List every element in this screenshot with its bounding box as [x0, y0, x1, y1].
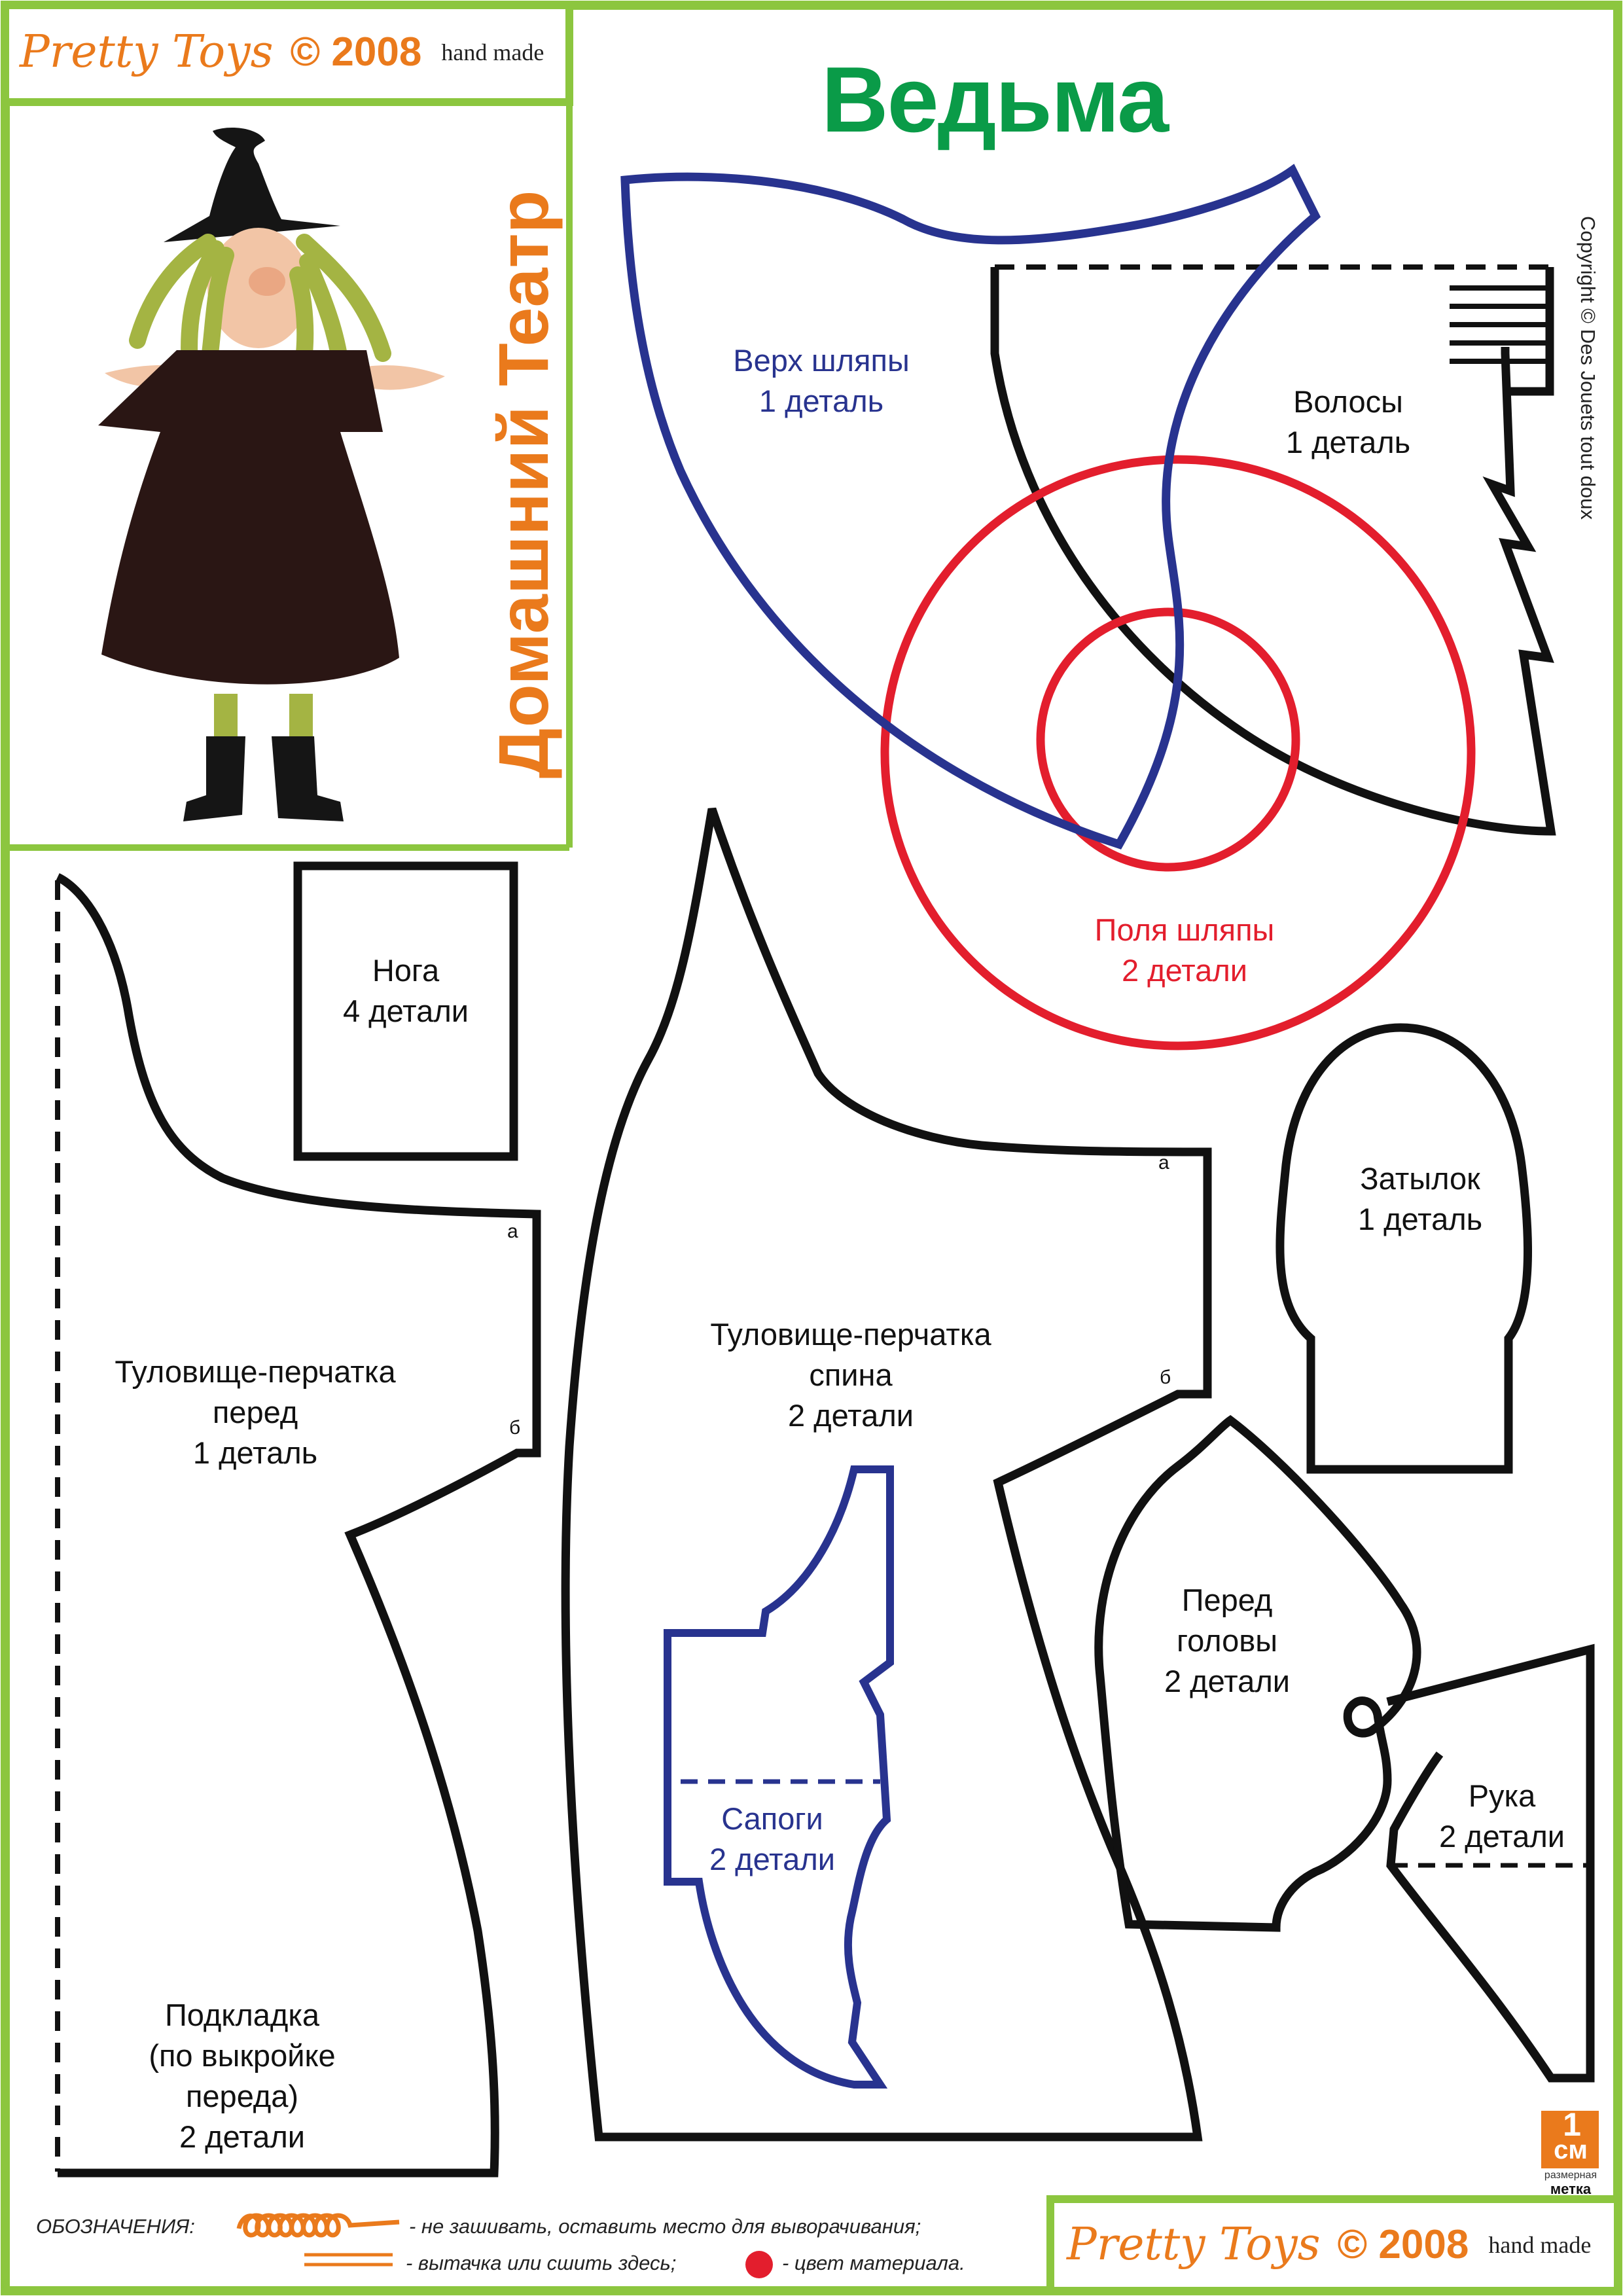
footer-brand-year: © 2008: [1337, 2222, 1469, 2267]
footer-brand-handmade: hand made: [1488, 2231, 1592, 2258]
scale-badge-line-2: метка: [1550, 2181, 1592, 2197]
legend-item-fabric-color: - цвет материала.: [782, 2251, 965, 2274]
scale-badge-box: [1541, 2111, 1599, 2168]
arm-count: 2 детали: [1438, 1819, 1565, 1854]
body-front-piece: [55, 873, 541, 2178]
lining-name: Подкладка: [164, 1998, 320, 2032]
hat-brim-outer: [880, 455, 1476, 1050]
witch-doll-illustration: [98, 128, 445, 821]
legend-title: ОБОЗНАЧЕНИЯ:: [36, 2215, 195, 2238]
arm-label: Рука 2 детали: [1414, 1776, 1590, 1857]
legend-red-dot: [745, 2251, 773, 2278]
body-back-count: 2 детали: [787, 1398, 914, 1433]
lining-note-1: (по выкройке: [149, 2038, 336, 2073]
hat-top-piece: [620, 164, 1321, 850]
leg-count: 4 детали: [342, 994, 469, 1028]
leg-label: Нога 4 детали: [301, 950, 510, 1031]
arm-piece: [1386, 1643, 1595, 2083]
legend-zigzag-swatch: [236, 2213, 400, 2238]
legend-item-seam-opening: - не зашивать, оставить место для вывора…: [409, 2215, 921, 2238]
lining-count: 2 детали: [179, 2119, 306, 2154]
head-front-piece: [1094, 1415, 1421, 1932]
head-back-name: Затылок: [1360, 1161, 1480, 1196]
hat-brim-count: 2 детали: [1121, 953, 1248, 988]
back-mark-b: б: [1160, 1367, 1171, 1388]
arm-name: Рука: [1468, 1778, 1536, 1813]
page-title: Ведьма: [821, 48, 1169, 152]
footer-brand: Pretty Toys © 2008 hand made: [1067, 2219, 1591, 2270]
body-back-label: Туловище-перчатка спина 2 детали: [687, 1314, 1014, 1436]
head-front-label: Перед головы 2 детали: [1129, 1580, 1325, 1702]
hair-label: Волосы 1 деталь: [1250, 382, 1446, 463]
hat-brim-name: Поля шляпы: [1094, 912, 1275, 947]
body-front-count: 1 деталь: [192, 1435, 318, 1470]
lining-note-2: переда): [185, 2079, 299, 2113]
doll-hat: [164, 128, 340, 242]
head-front-side: головы: [1176, 1623, 1278, 1658]
front-mark-b: б: [509, 1417, 521, 1439]
leg-name: Нога: [372, 953, 440, 988]
head-back-piece: [1275, 1023, 1533, 1474]
scale-badge-number: 1: [1563, 2106, 1581, 2143]
hair-piece: [990, 267, 1556, 836]
front-mark-a: а: [507, 1221, 518, 1242]
boots-label: Сапоги 2 детали: [681, 1799, 864, 1880]
boots-piece: [664, 1465, 894, 2089]
header-brand-box: [1, 1, 573, 106]
copyright-note: Copyright © Des Jouets tout doux: [1577, 216, 1599, 520]
hat-brim-label: Поля шляпы 2 детали: [1047, 910, 1322, 991]
hat-top-count: 1 деталь: [758, 384, 884, 418]
hat-brim-inner: [1036, 607, 1300, 872]
body-back-side: спина: [809, 1357, 893, 1392]
footer-brand-box: [1046, 2195, 1622, 2295]
doll-nose: [249, 267, 285, 296]
header-brand-year: © 2008: [290, 29, 422, 75]
doll-legs: [214, 694, 313, 740]
legend-item-dart: - вытачка или сшить здесь;: [406, 2251, 677, 2274]
doll-boot-left: [183, 736, 245, 821]
footer-brand-script: Pretty Toys: [1067, 2219, 1321, 2270]
leg-piece: [293, 861, 518, 1161]
body-front-name: Туловище-перчатка: [115, 1354, 396, 1389]
hair-fringe-marks: [1450, 285, 1550, 364]
boots-name: Сапоги: [721, 1801, 823, 1836]
hat-top-name: Верх шляпы: [733, 343, 910, 378]
header-brand-handmade: hand made: [441, 39, 544, 65]
back-mark-a: а: [1158, 1152, 1169, 1174]
doll-boot-right: [272, 736, 344, 821]
scale-badge-unit: см: [1554, 2136, 1588, 2164]
head-back-count: 1 деталь: [1357, 1202, 1483, 1236]
head-front-name: Перед: [1181, 1583, 1273, 1617]
head-back-label: Затылок 1 деталь: [1322, 1158, 1518, 1240]
boots-count: 2 детали: [709, 1842, 836, 1876]
hat-top-label: Верх шляпы 1 деталь: [704, 340, 939, 422]
scale-badge-line-1: размерная: [1544, 2170, 1597, 2181]
vertical-title: Домашний Театр: [484, 190, 563, 779]
header-brand: Pretty Toys © 2008 hand made: [20, 26, 544, 78]
doll-dress: [98, 350, 399, 685]
hair-name: Волосы: [1293, 384, 1403, 419]
body-front-label: Туловище-перчатка перед 1 деталь: [92, 1352, 419, 1473]
body-back-name: Туловище-перчатка: [710, 1317, 991, 1352]
doll-arm-right: [366, 365, 445, 390]
body-front-side: перед: [212, 1395, 298, 1429]
header-brand-script: Pretty Toys: [20, 26, 274, 78]
head-front-count: 2 детали: [1164, 1664, 1291, 1698]
body-back-piece: [561, 807, 1212, 2142]
lining-label: Подкладка (по выкройке переда) 2 детали: [92, 1995, 393, 2157]
hair-count: 1 деталь: [1285, 425, 1411, 459]
